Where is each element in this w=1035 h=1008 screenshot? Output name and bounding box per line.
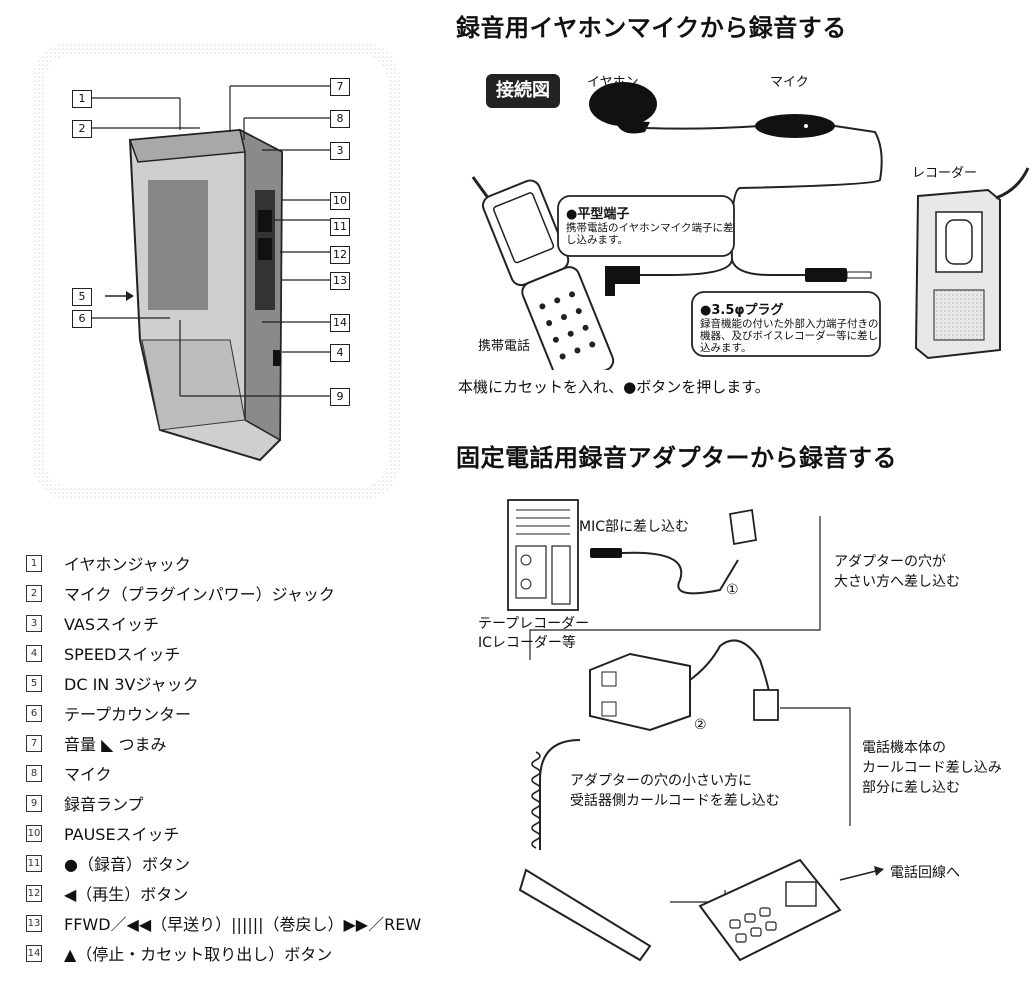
flat-terminal-title: ●平型端子 [566,207,630,222]
legend-item: 7 音量 ◣ つまみ [26,731,166,755]
connection-diagram-badge: 接続図 [486,74,560,108]
phone-body-label-1: 電話機本体の [862,740,946,756]
legend-number: 12 [26,884,42,902]
cassette-recorder-drawing [32,42,400,500]
legend-number: 3 [26,614,42,632]
small-hole-label-1: アダプターの穴の小さい方に [570,773,752,789]
tape-recorder-label-1: テープレコーダー [478,616,590,632]
legend-text: マイク [64,765,112,784]
callout-1: 1 [72,90,92,108]
legend-text: マイク（プラグインパワー）ジャック [64,585,335,604]
callout-10: 10 [330,192,350,210]
legend-item: 12 ◀（再生）ボタン [26,881,188,905]
tape-recorder-label-2: ICレコーダー等 [478,635,576,651]
legend-text: テープカウンター [64,705,192,724]
callout-9: 9 [330,388,350,406]
callout-3: 3 [330,142,350,160]
legend-number: 5 [26,674,42,692]
legend-number: 1 [26,554,42,572]
device-illustration-panel: 1 2 7 8 3 10 11 12 13 14 4 9 5 6 [30,40,402,502]
small-hole-label-2: 受話器側カールコードを差し込む [570,793,780,809]
legend-text: イヤホンジャック [64,555,191,574]
legend-text: ◀（再生）ボタン [64,885,189,904]
legend-number: 10 [26,824,42,842]
legend-text: ●（録音）ボタン [64,855,190,874]
legend-text: 録音ランプ [64,795,144,814]
legend-text: DC IN 3Vジャック [64,675,199,694]
callout-11: 11 [330,218,350,236]
legend-number: 14 [26,944,42,962]
legend-text: SPEEDスイッチ [64,645,181,664]
legend-item: 9 録音ランプ [26,791,144,815]
legend-number: 8 [26,764,42,782]
plug-35-note: ●3.5φプラグ 録音機能の付いた外部入力端子付きの機器、及びボイスレコーダー等… [700,299,880,354]
legend-text: PAUSEスイッチ [64,825,180,844]
legend-text: ▲（停止・カセット取り出し）ボタン [64,945,333,964]
section1-instruction: 本機にカセットを入れ、●ボタンを押します。 [458,378,770,396]
mic-label: マイク [770,75,809,90]
legend-item: 11 ●（録音）ボタン [26,851,190,875]
plug-35-desc: 録音機能の付いた外部入力端子付きの機器、及びボイスレコーダー等に差し込みます。 [700,318,879,354]
callout-6: 6 [72,310,92,328]
callout-8: 8 [330,110,350,128]
callout-4: 4 [330,344,350,362]
legend-item: 14 ▲（停止・カセット取り出し）ボタン [26,941,332,965]
phone-body-label-2: カールコード差し込み [862,760,1002,776]
legend-item: 4 SPEEDスイッチ [26,641,180,665]
adapter-big-hole-label-1: アダプターの穴が [834,554,946,570]
legend-item: 5 DC IN 3Vジャック [26,671,199,695]
mobile-phone-label: 携帯電話 [478,339,531,354]
legend-text: FFWD／◀◀（早送り）||||||（巻戻し）▶▶／REW [64,915,422,934]
flat-terminal-desc: 携帯電話のイヤホンマイク端子に差し込みます。 [566,222,734,246]
landline-adapter-diagram [507,499,884,962]
legend-item: 1 イヤホンジャック [26,551,191,575]
mic-insert-label: MIC部に差し込む [579,519,689,535]
legend-item: 2 マイク（プラグインパワー）ジャック [26,581,335,605]
legend-item: 8 マイク [26,761,112,785]
flat-terminal-note: ●平型端子 携帯電話のイヤホンマイク端子に差し込みます。 [566,203,734,246]
callout-2: 2 [72,120,92,138]
adapter-big-hole-label-2: 大さい方へ差し込む [834,574,960,590]
legend-item: 3 VASスイッチ [26,611,159,635]
earphone-mic-diagram [471,82,1030,370]
marker-2: ② [694,717,707,733]
legend-number: 11 [26,854,42,872]
recorder-label: レコーダー [912,166,978,181]
legend-item: 10 PAUSEスイッチ [26,821,180,845]
legend-number: 13 [26,914,42,932]
callout-5: 5 [72,288,92,306]
legend-number: 4 [26,644,42,662]
phone-body-label-3: 部分に差し込む [862,780,960,796]
legend-number: 9 [26,794,42,812]
section1-title: 録音用イヤホンマイクから録音する [456,14,847,42]
callout-7: 7 [330,78,350,96]
phone-line-label: 電話回線へ [890,865,960,881]
legend-text: 音量 ◣ つまみ [64,735,167,754]
legend-number: 7 [26,734,42,752]
legend-item: 13 FFWD／◀◀（早送り）||||||（巻戻し）▶▶／REW [26,911,421,935]
plug-35-title: ●3.5φプラグ [700,303,784,318]
marker-1: ① [726,582,739,598]
callout-13: 13 [330,272,350,290]
legend-text: VASスイッチ [64,615,160,634]
earphone-label: イヤホン [587,75,639,90]
callout-14: 14 [330,314,350,332]
section2-title: 固定電話用録音アダプターから録音する [456,444,897,472]
legend-number: 6 [26,704,42,722]
callout-12: 12 [330,246,350,264]
legend-number: 2 [26,584,42,602]
legend-item: 6 テープカウンター [26,701,191,725]
